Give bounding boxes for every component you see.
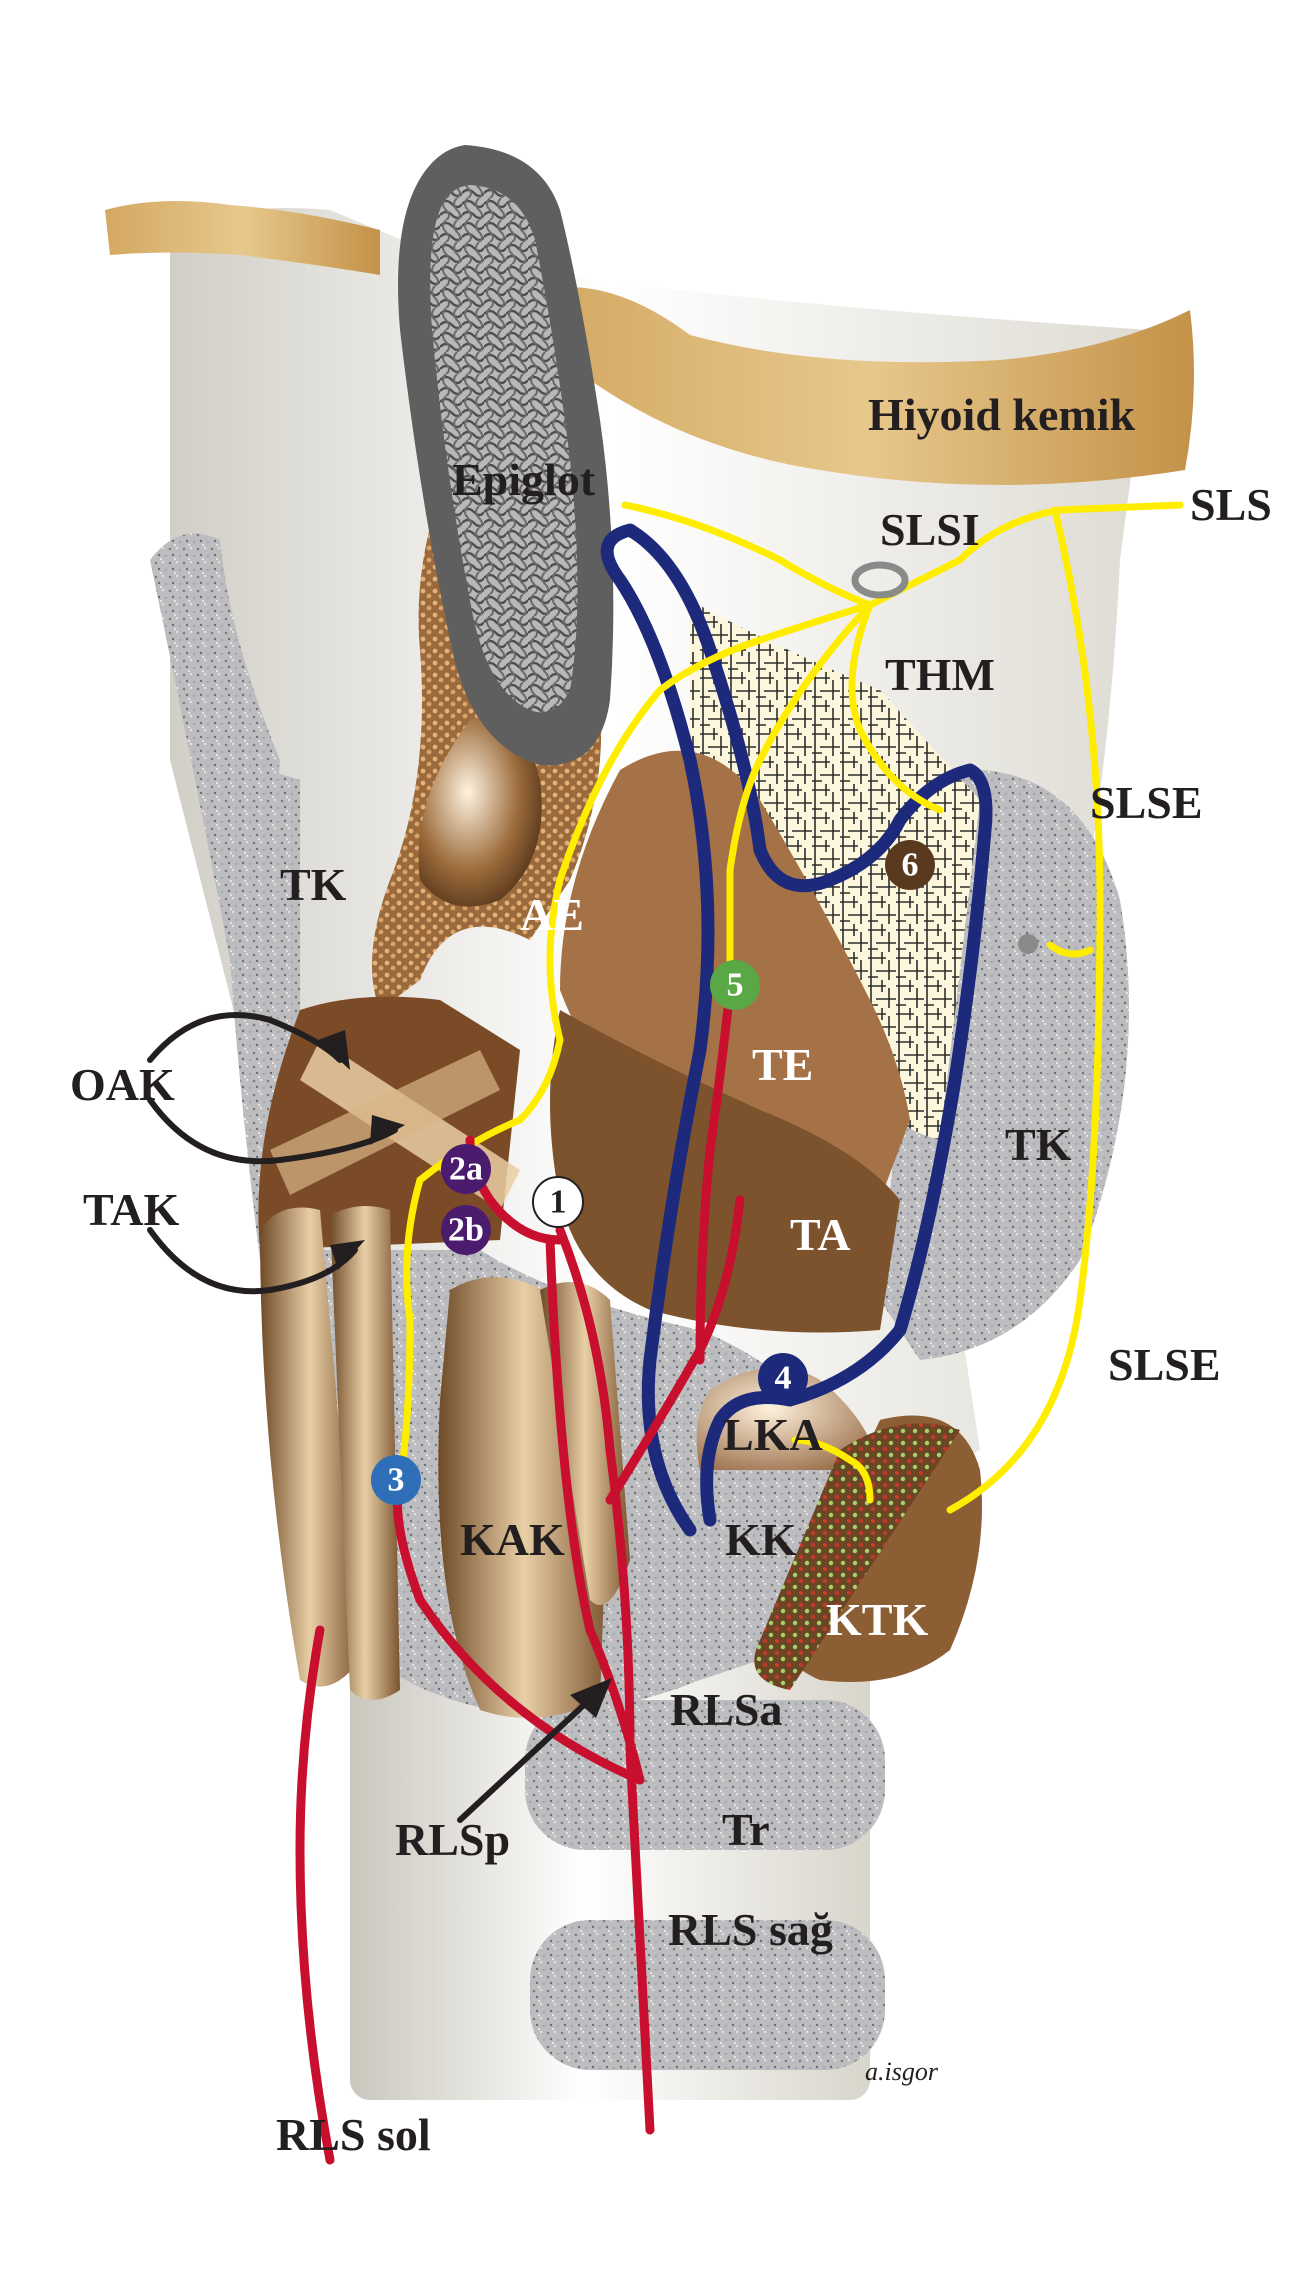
label-rlsa: RLSa (670, 1684, 782, 1735)
badge-2b: 2b (441, 1205, 491, 1255)
signature: a.isgor (865, 2057, 939, 2086)
label-kak: KAK (460, 1514, 565, 1565)
oak-arrowhead-2 (370, 1115, 405, 1145)
label-slse-bottom: SLSE (1108, 1339, 1221, 1390)
rlsp-arrow (457, 1687, 603, 1823)
svg-text:3: 3 (388, 1462, 405, 1499)
label-ta: TA (790, 1209, 851, 1260)
hyoid-bone (540, 287, 1194, 485)
oak-arrow-2 (147, 1097, 398, 1165)
right-loop-marker (1018, 934, 1038, 954)
tak-arrowhead (330, 1240, 365, 1270)
badge-4: 4 (758, 1353, 808, 1403)
label-ktk: KTK (826, 1594, 928, 1645)
trachea (350, 1640, 885, 2100)
svg-text:2a: 2a (449, 1151, 483, 1188)
svg-text:2b: 2b (448, 1212, 484, 1249)
aryepiglottic-inner (418, 716, 542, 907)
badges: 1 2a 2b 3 4 5 6 (371, 840, 935, 1505)
label-te: TE (752, 1039, 813, 1090)
arrow-heads (318, 1030, 612, 1718)
hyoid-bone-left (105, 201, 380, 275)
superior-laryngeal-nerve (396, 501, 1184, 1514)
thyroarytenoid-muscle (550, 1010, 900, 1333)
svg-text:5: 5 (727, 967, 744, 1004)
epiglottis (398, 145, 614, 766)
label-slsi: SLSI (880, 504, 980, 555)
svg-text:6: 6 (902, 847, 919, 884)
posterior-cricoarytenoid-muscle (260, 1206, 630, 1718)
svg-text:1: 1 (550, 1184, 567, 1221)
label-tk-right: TK (1005, 1119, 1072, 1170)
lateral-cricoarytenoid-muscle (696, 1367, 880, 1470)
badge-1: 1 (532, 1176, 584, 1228)
label-rlsp: RLSp (395, 1814, 510, 1865)
label-slse-top: SLSE (1090, 777, 1203, 828)
label-ae: AE (520, 889, 584, 940)
label-rls-sag: RLS sağ (668, 1904, 833, 1955)
oak-arrowhead-1 (318, 1030, 350, 1070)
slsi-loop (851, 561, 909, 599)
badge-6: 6 (885, 840, 935, 890)
thyrohyoid-membrane (690, 600, 980, 1140)
vein (600, 523, 993, 1537)
recurrent-laryngeal-nerve (295, 985, 745, 2165)
arrows (147, 1012, 603, 1823)
label-thm: THM (885, 649, 995, 700)
badge-5: 5 (710, 960, 760, 1010)
label-lka: LKA (723, 1409, 823, 1460)
oak-arrow-1 (147, 1012, 343, 1063)
badge-3: 3 (371, 1455, 421, 1505)
label-rls-sol: RLS sol (276, 2109, 431, 2160)
rlsp-arrowhead (570, 1678, 612, 1718)
badge-2a: 2a (441, 1144, 491, 1194)
label-oak: OAK (70, 1059, 175, 1110)
label-epiglot: Epiglot (452, 454, 596, 505)
label-sls: SLS (1190, 479, 1272, 530)
label-kk: KK (725, 1514, 797, 1565)
label-tak: TAK (83, 1184, 179, 1235)
cricothyroid-muscle (754, 1415, 982, 1690)
labels: Hiyoid kemik Epiglot SLS SLSI THM SLSE T… (70, 389, 1272, 2160)
tak-arrow (147, 1227, 358, 1295)
svg-text:4: 4 (775, 1360, 792, 1397)
label-tk-left: TK (280, 859, 347, 910)
label-hyoid: Hiyoid kemik (868, 389, 1136, 440)
label-tr: Tr (722, 1804, 770, 1855)
